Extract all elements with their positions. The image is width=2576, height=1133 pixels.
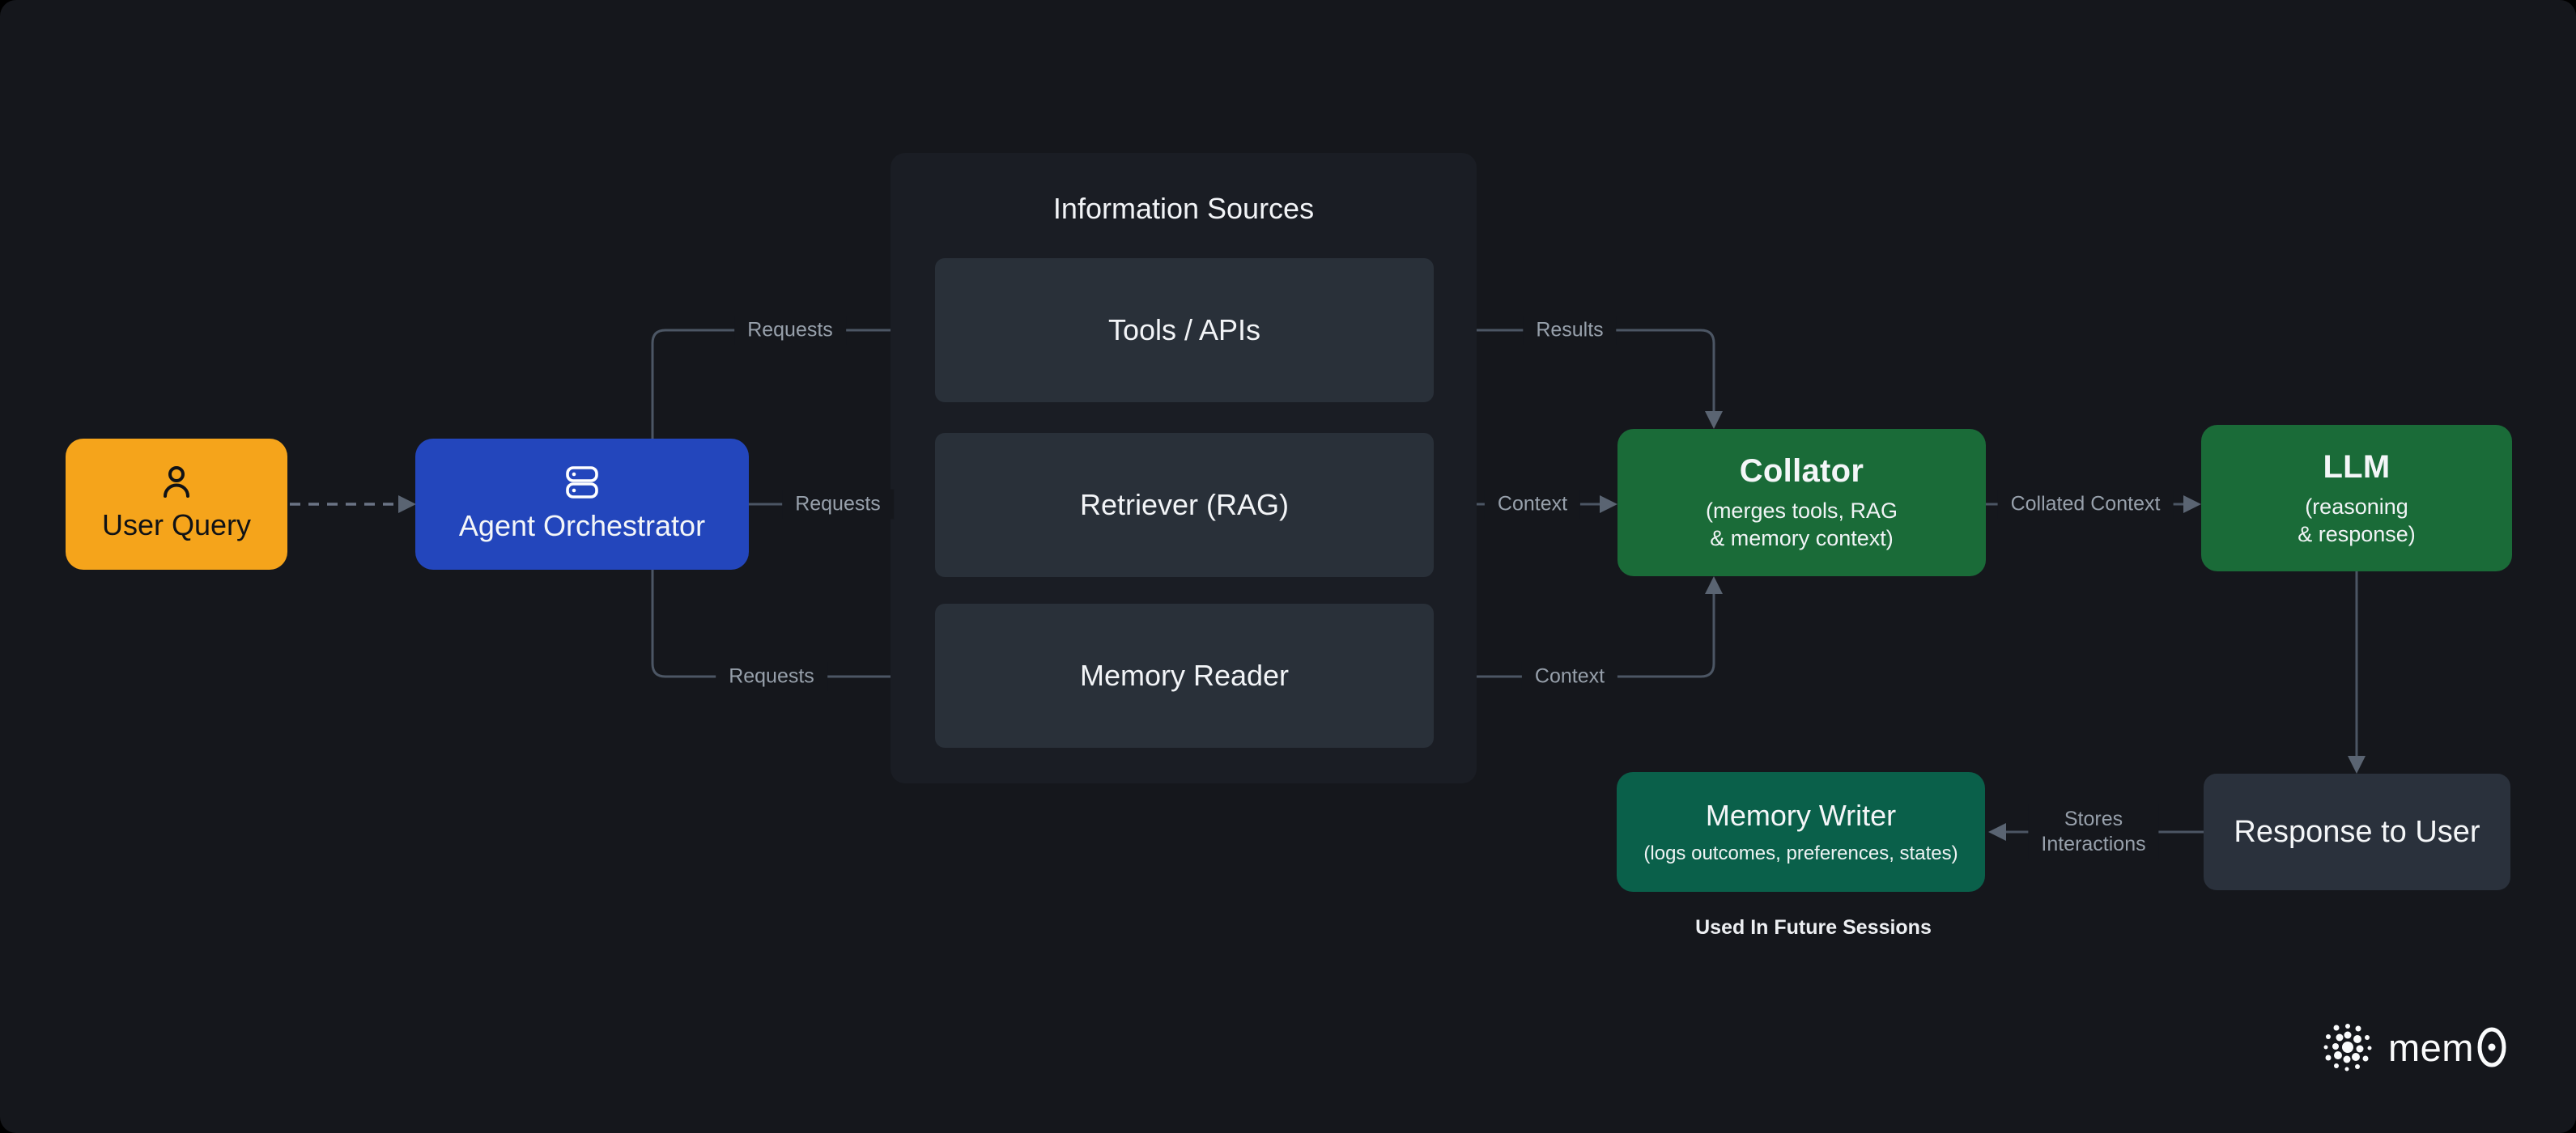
server-stack-icon xyxy=(566,466,598,499)
stores-interactions-line1: Stores xyxy=(2064,808,2123,830)
response-to-user-node: Response to User xyxy=(2204,774,2510,890)
arrowhead-into-collator-top xyxy=(1705,411,1723,429)
memory-reader-node: Memory Reader xyxy=(935,604,1434,748)
llm-label: LLM xyxy=(2323,448,2391,485)
memory-writer-node: Memory Writer (logs outcomes, preference… xyxy=(1617,772,1985,892)
arrowhead-into-llm xyxy=(2183,495,2201,513)
user-query-node: User Query xyxy=(66,439,287,570)
edge-results xyxy=(1434,329,1715,411)
memory-writer-label: Memory Writer xyxy=(1705,799,1897,832)
edge-context-bottom xyxy=(1434,594,1715,678)
edge-label-results: Results xyxy=(1523,315,1617,346)
collator-sublabel: (merges tools, RAG & memory context) xyxy=(1706,497,1898,552)
mem0-logo-zero-glyph xyxy=(2477,1027,2506,1067)
stores-interactions-line2: Interactions xyxy=(2041,833,2146,855)
agent-orchestrator-label: Agent Orchestrator xyxy=(458,509,706,542)
response-to-user-label: Response to User xyxy=(2234,814,2480,849)
arrowhead-into-response xyxy=(2348,756,2366,774)
edge-label-collated-context: Collated Context xyxy=(1997,489,2174,520)
memory-reader-label: Memory Reader xyxy=(1079,659,1290,692)
collator-sublabel-line1: (merges tools, RAG xyxy=(1705,499,1898,523)
edge-label-requests-bottom: Requests xyxy=(716,661,827,692)
llm-sublabel: (reasoning & response) xyxy=(2298,493,2416,548)
arrowhead-into-collator-bottom xyxy=(1705,576,1723,594)
llm-node: LLM (reasoning & response) xyxy=(2201,425,2512,571)
information-sources-title: Information Sources xyxy=(1052,192,1315,225)
arrowhead-into-memory-writer xyxy=(1988,823,2006,841)
retriever-rag-node: Retriever (RAG) xyxy=(935,433,1434,577)
collator-sublabel-line2: & memory context) xyxy=(1710,526,1894,550)
llm-sublabel-line2: & response) xyxy=(2298,521,2416,546)
collator-node: Collator (merges tools, RAG & memory con… xyxy=(1617,429,1986,576)
agent-orchestrator-node: Agent Orchestrator xyxy=(415,439,749,570)
edge-requests-bottom xyxy=(651,570,916,678)
arrowhead-into-orchestrator xyxy=(398,495,416,513)
edge-label-context-mid: Context xyxy=(1484,489,1581,520)
collator-label: Collator xyxy=(1739,453,1864,489)
memory-writer-sublabel: (logs outcomes, preferences, states) xyxy=(1643,842,1958,864)
user-query-label: User Query xyxy=(101,508,252,541)
user-icon xyxy=(164,466,189,498)
tools-apis-node: Tools / APIs xyxy=(935,258,1434,402)
mem0-dots-icon xyxy=(2323,1024,2372,1071)
mem0-logo: mem0 mem xyxy=(2322,1021,2507,1073)
retriever-rag-label: Retriever (RAG) xyxy=(1079,488,1290,521)
llm-sublabel-line1: (reasoning xyxy=(2305,494,2408,519)
arrowhead-into-collator-left xyxy=(1600,495,1617,513)
edge-label-requests-mid: Requests xyxy=(782,489,894,520)
edge-label-requests-top: Requests xyxy=(734,315,846,346)
information-sources-panel: Information Sources Tools / APIs Retriev… xyxy=(891,153,1477,783)
edge-label-context-bottom: Context xyxy=(1521,661,1618,692)
tools-apis-label: Tools / APIs xyxy=(1107,313,1261,346)
used-in-future-sessions-note: Used In Future Sessions xyxy=(1695,916,1932,939)
edge-requests-top xyxy=(651,329,916,439)
mem0-logo-text-mem: mem xyxy=(2388,1025,2474,1069)
edge-label-stores-interactions: Stores Interactions xyxy=(2028,804,2159,859)
